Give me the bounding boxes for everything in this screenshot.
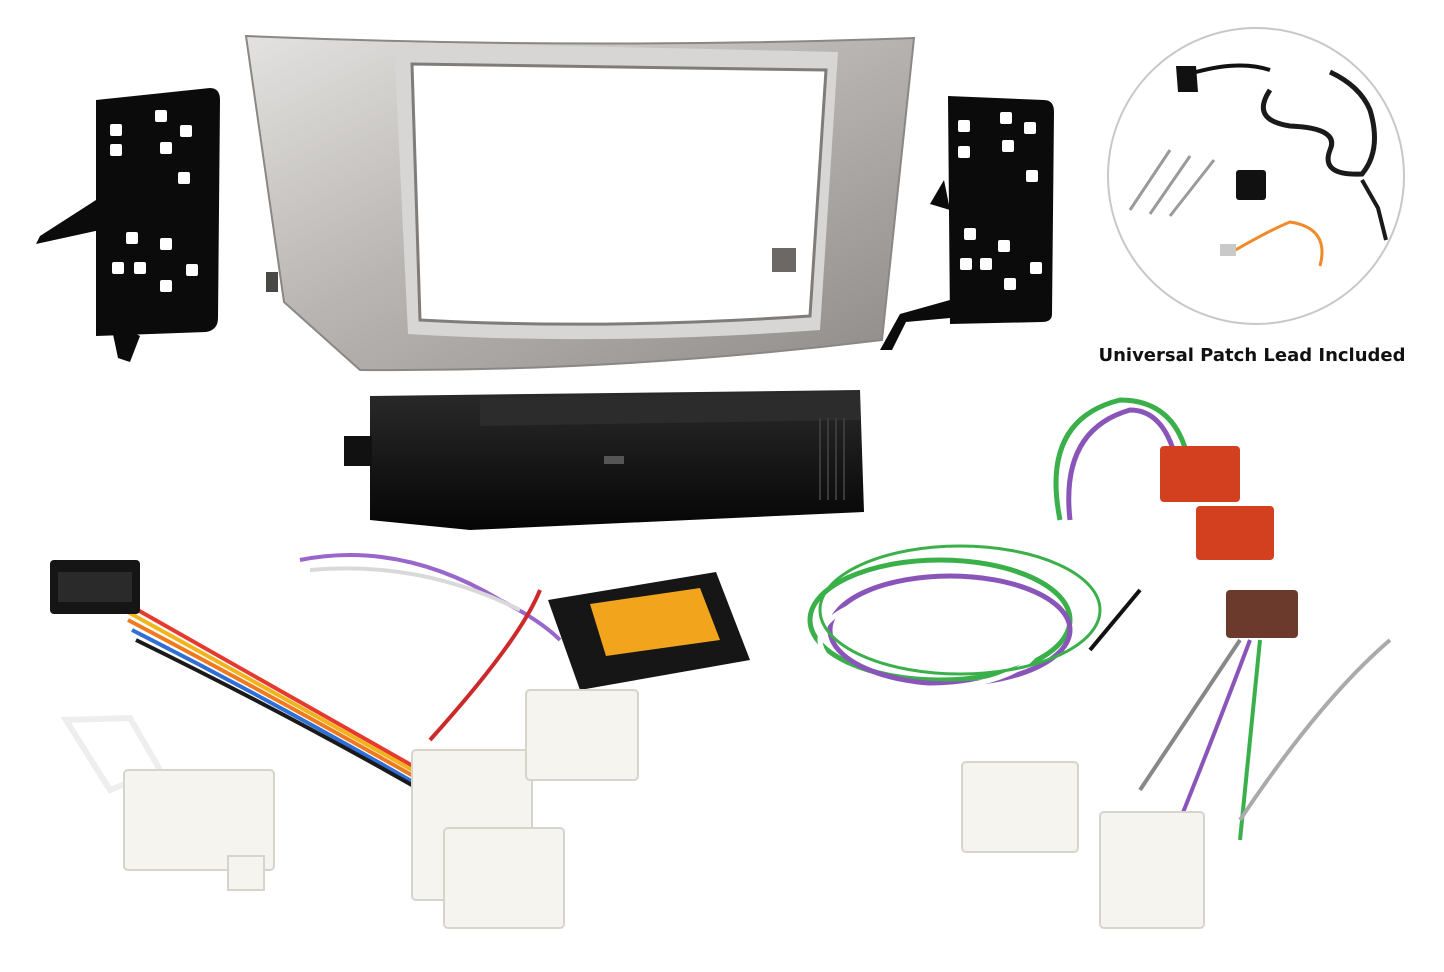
iso-connector-brown xyxy=(1226,590,1298,638)
vehicle-connector-left-a xyxy=(60,714,275,891)
amplifier-bypass-harness xyxy=(807,397,1193,691)
dash-fascia-panel xyxy=(244,34,916,372)
patch-lead-inset xyxy=(1107,27,1405,325)
iso-connector-red xyxy=(1160,446,1274,560)
steering-control-interface xyxy=(548,572,750,690)
vehicle-connector-right-a xyxy=(961,761,1079,853)
steering-control-harness xyxy=(119,553,562,810)
iso-connector-black xyxy=(50,560,140,614)
bypass-wires xyxy=(1008,579,1392,841)
right-mounting-bracket xyxy=(880,96,1054,350)
patch-lead-caption: Universal Patch Lead Included xyxy=(1098,345,1405,366)
vehicle-connector-left-b xyxy=(411,749,565,929)
vehicle-connector-left-c xyxy=(525,689,639,781)
left-mounting-bracket xyxy=(36,88,220,362)
storage-pocket xyxy=(344,390,864,530)
vehicle-connector-right-b xyxy=(1099,811,1205,929)
